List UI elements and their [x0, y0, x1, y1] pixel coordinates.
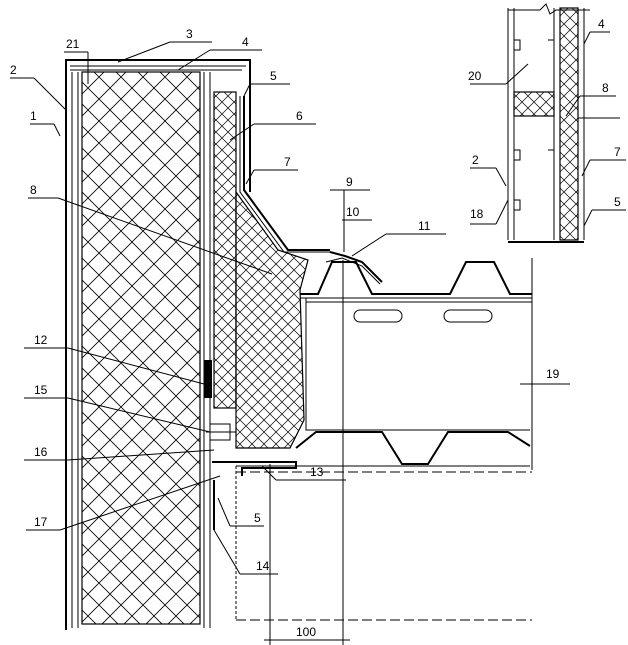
- callout-8b: 8: [602, 81, 609, 95]
- callout-7b: 7: [614, 145, 621, 159]
- callout-5c: 5: [614, 195, 621, 209]
- callout-9: 9: [346, 175, 353, 189]
- callout-11: 11: [418, 219, 431, 233]
- dimension-100: 100: [296, 625, 316, 639]
- callout-1: 1: [30, 109, 37, 123]
- callout-12: 12: [34, 333, 48, 347]
- callout-2b: 2: [472, 153, 479, 167]
- callout-2: 2: [10, 63, 17, 77]
- callout-19: 19: [546, 367, 560, 381]
- main-wall-panel: [81, 71, 201, 625]
- callout-5: 5: [270, 69, 277, 83]
- callout-21: 21: [66, 37, 80, 51]
- callout-13: 13: [310, 465, 324, 479]
- callout-20: 20: [468, 69, 482, 83]
- callout-4b: 4: [598, 17, 605, 31]
- callout-15: 15: [34, 383, 48, 397]
- roof-deck-top: [300, 261, 532, 295]
- seal-block: [204, 360, 212, 398]
- callout-18: 18: [470, 207, 484, 221]
- callout-3: 3: [186, 27, 193, 41]
- inner-wall-panel: [213, 91, 237, 409]
- roof-deck-bottom: [295, 431, 531, 465]
- callout-10: 10: [346, 205, 360, 219]
- callout-17: 17: [34, 515, 48, 529]
- callout-5b: 5: [254, 511, 261, 525]
- callout-6: 6: [296, 109, 303, 123]
- callout-4: 4: [242, 35, 249, 49]
- parapet-cap: [65, 59, 251, 630]
- callout-14: 14: [256, 559, 270, 573]
- inset-section: [507, 3, 590, 243]
- callout-7: 7: [284, 155, 291, 169]
- callout-16: 16: [34, 445, 48, 459]
- slope-insulation: [235, 190, 309, 449]
- callout-8: 8: [30, 183, 37, 197]
